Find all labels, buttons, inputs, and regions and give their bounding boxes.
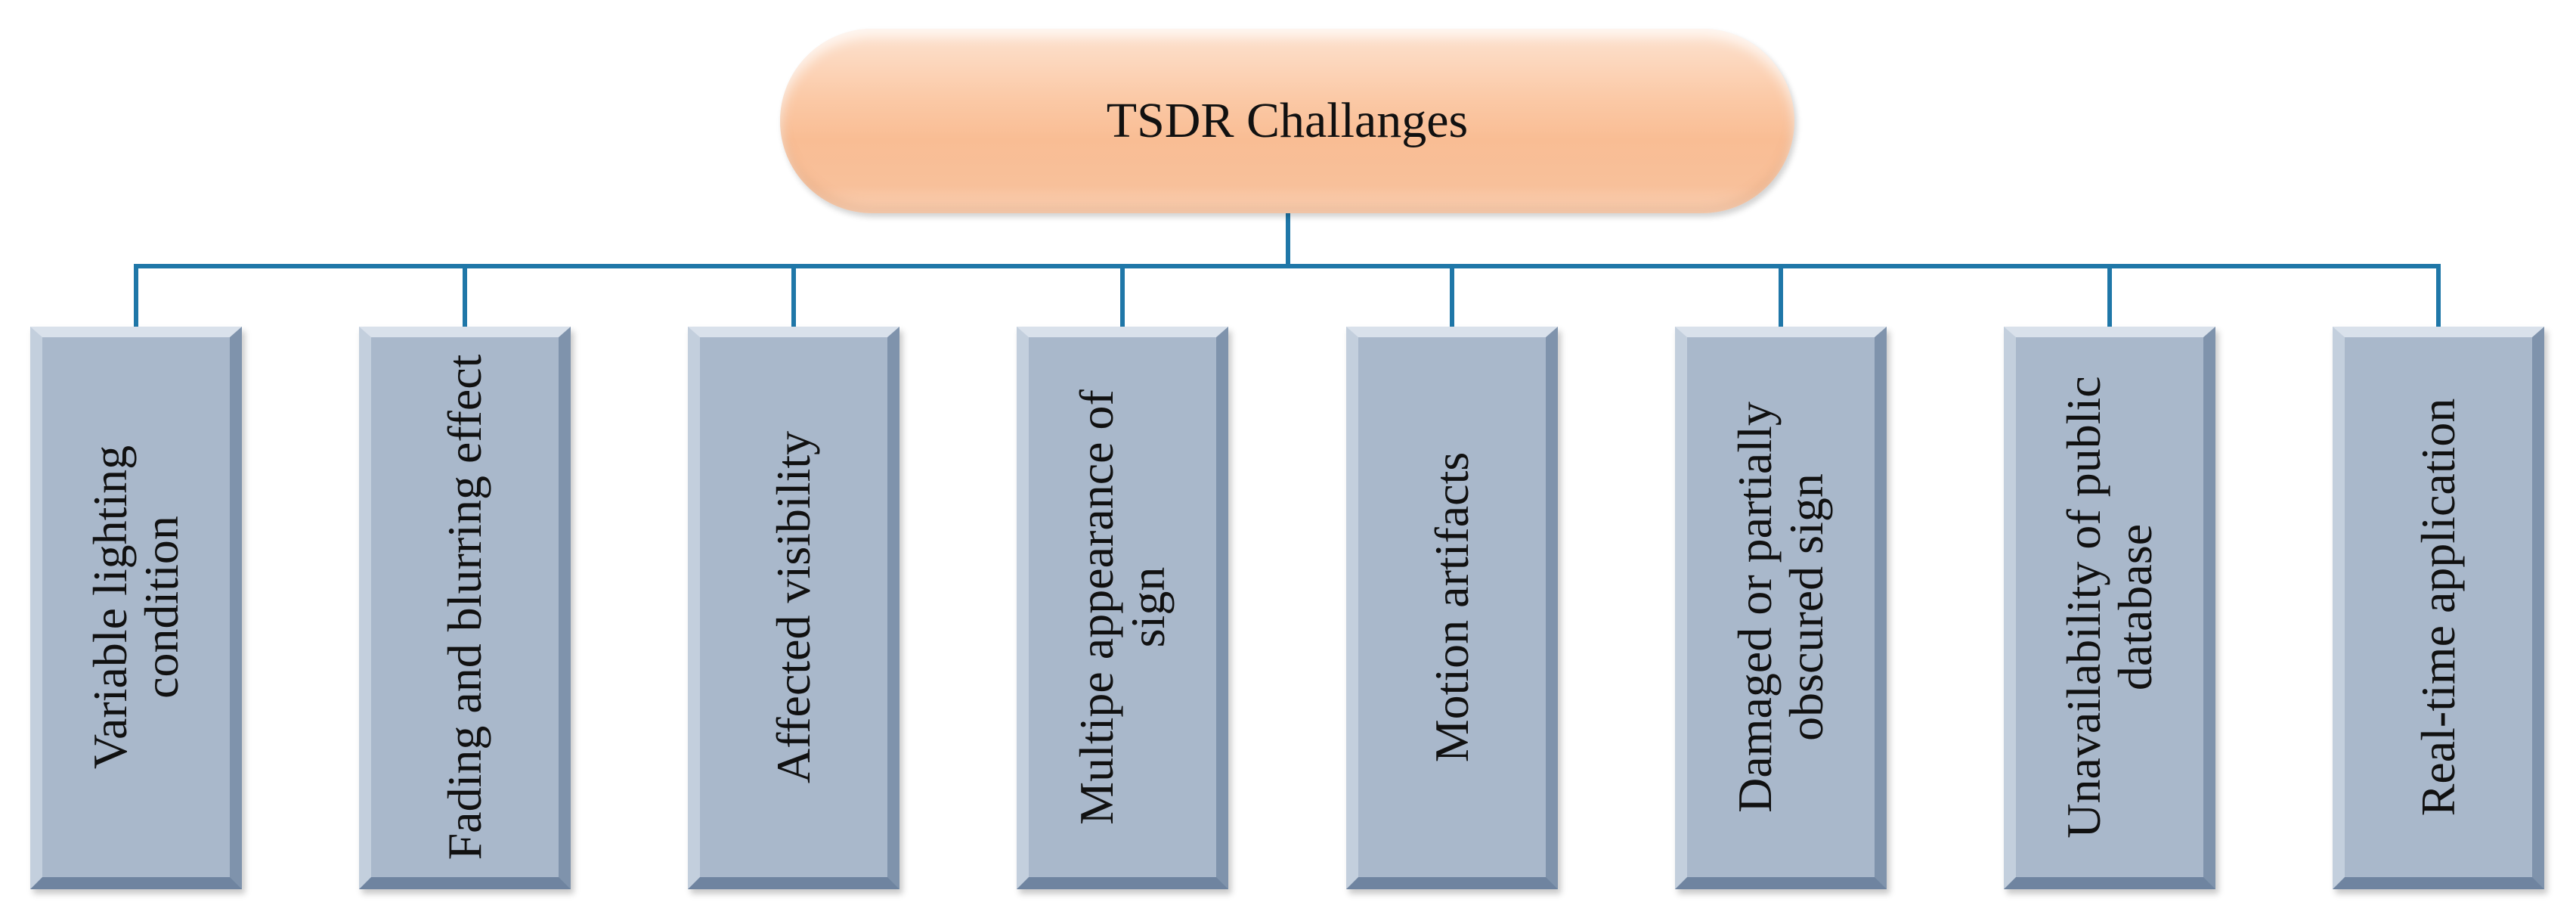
child-node-variable-lighting: Variable lighting condition [30,327,242,889]
child-label: Affected visibility [766,430,820,784]
child-label: Fading and blurring effect [438,354,491,861]
child-node-fading-blurring: Fading and blurring effect [359,327,571,889]
child-label: Real-time application [2411,398,2465,817]
child-label: Multipe appearance of sign [1070,389,1175,825]
child-node-public-database: Unavailability of public database [2004,327,2215,889]
child-node-affected-visibility: Affected visibility [688,327,899,889]
child-node-real-time: Real-time application [2333,327,2544,889]
child-label: Unavailability of public database [2057,376,2162,839]
child-label: Motion artifacts [1425,451,1478,763]
child-node-motion-artifacts: Motion artifacts [1346,327,1558,889]
child-node-damaged-sign: Damaged or partially obscured sign [1675,327,1887,889]
child-node-multiple-appearance: Multipe appearance of sign [1017,327,1228,889]
root-node: TSDR Challanges [780,29,1794,213]
child-label: Damaged or partially obscured sign [1728,402,1833,813]
child-label: Variable lighting condition [83,445,188,770]
root-label: TSDR Challanges [1106,93,1469,148]
